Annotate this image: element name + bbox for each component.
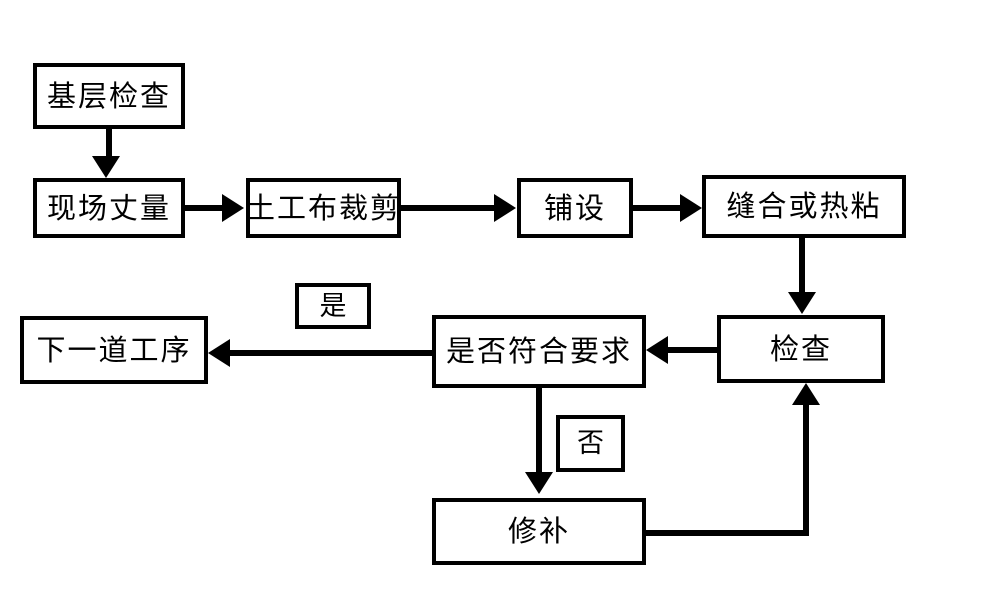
node-site-measurement[interactable]: 现场丈量 [33,178,185,238]
edge-label-yes: 是 [295,283,371,329]
edge-repair-to-inspection-horizontal [646,530,809,536]
edge-cutting-to-laying-arrowhead [494,194,516,222]
node-decision-meets-requirements[interactable]: 是否符合要求 [432,315,646,388]
node-seam-or-heat-bond[interactable]: 缝合或热粘 [702,175,906,238]
node-geotextile-cutting-label: 土工布裁剪 [246,190,402,225]
edge-repair-to-inspection-vertical [803,404,809,534]
edge-label-no: 否 [556,415,625,472]
node-inspection-label: 检查 [769,331,832,366]
node-seam-or-heat-bond-label: 缝合或热粘 [726,189,882,223]
node-repair-label: 修补 [507,514,570,548]
node-laying[interactable]: 铺设 [517,178,633,238]
edge-cutting-to-laying-line [401,205,496,211]
edge-measurement-to-cutting-line [185,205,227,211]
edge-decision-yes-to-next-line [230,350,434,356]
edge-decision-no-to-repair-arrowhead [525,472,553,494]
node-laying-label: 铺设 [543,190,606,225]
node-decision-label: 是否符合要求 [445,334,632,368]
edge-label-no-text: 否 [577,428,604,459]
edge-label-yes-text: 是 [319,290,347,322]
edge-base-to-measurement-line [106,129,112,161]
edge-repair-to-inspection-arrowhead [792,383,820,405]
edge-measurement-to-cutting-arrowhead [222,194,244,222]
node-site-measurement-label: 现场丈量 [46,190,171,225]
edge-decision-yes-to-next-arrowhead [208,339,230,367]
node-repair[interactable]: 修补 [432,498,646,565]
node-next-process[interactable]: 下一道工序 [20,316,208,384]
edge-inspection-to-decision-arrowhead [646,336,668,364]
node-base-inspection-label: 基层检查 [46,78,171,113]
edge-inspection-to-decision-line [668,347,720,353]
edge-base-to-measurement-arrowhead [92,156,120,178]
node-base-inspection[interactable]: 基层检查 [33,63,185,129]
node-inspection[interactable]: 检查 [717,315,885,383]
edge-decision-no-to-repair-line [536,388,542,474]
node-next-process-label: 下一道工序 [36,332,192,367]
node-geotextile-cutting[interactable]: 土工布裁剪 [246,178,401,238]
edge-seam-to-inspection-line [799,238,805,294]
edge-laying-to-seam-arrowhead [680,194,702,222]
edge-seam-to-inspection-arrowhead [788,292,816,314]
edge-laying-to-seam-line [633,205,683,211]
